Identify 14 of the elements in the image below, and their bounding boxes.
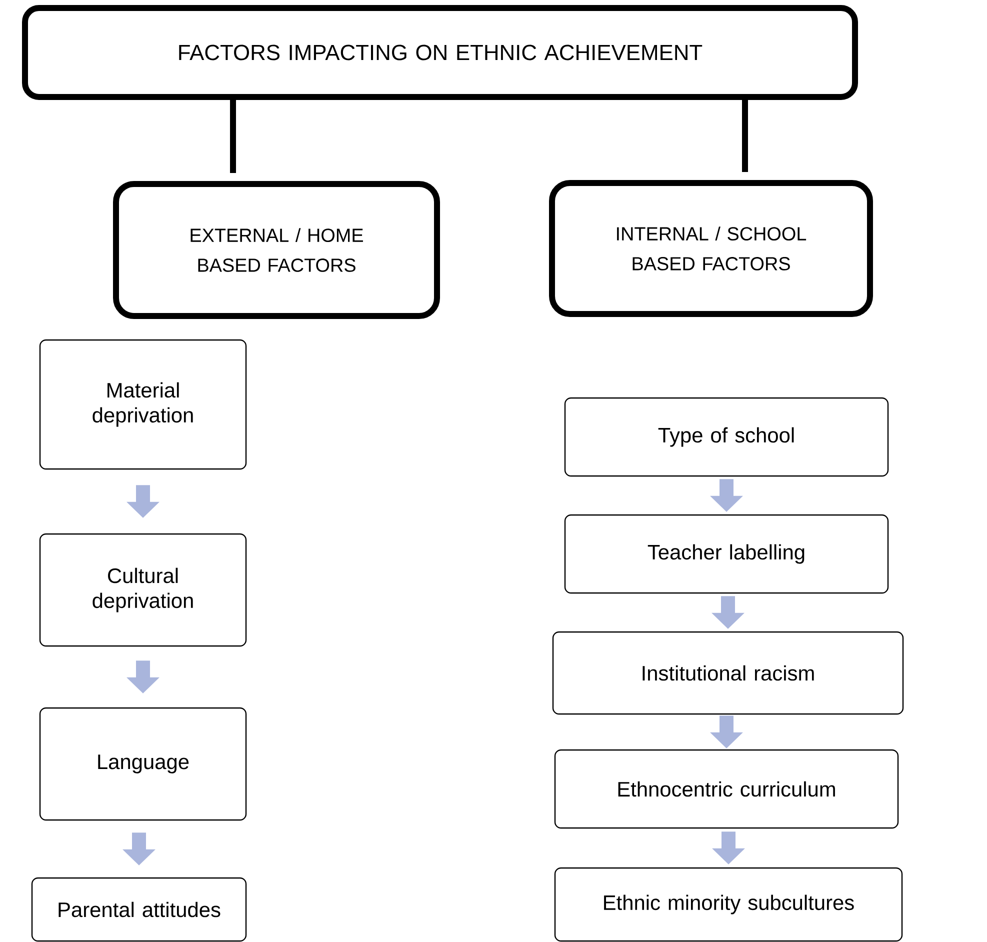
factor-box: Type of school (564, 397, 889, 477)
factor-box: Teacher labelling (564, 514, 889, 594)
connector-line (230, 100, 236, 173)
factor-box: Language (39, 707, 247, 821)
category-box: EXTERNAL / HOME BASED FACTORS (113, 181, 440, 319)
factor-box: Ethnic minority subcultures (554, 867, 903, 942)
title-box: FACTORS IMPACTING ON ETHNIC ACHIEVEMENT (22, 5, 858, 100)
factor-box: Institutional racism (552, 631, 904, 715)
factor-box: Ethnocentric curriculum (554, 749, 899, 829)
connector-line (742, 100, 748, 172)
factor-box: Material deprivation (39, 339, 247, 470)
factor-box: Parental attitudes (31, 877, 247, 942)
factor-box: Cultural deprivation (39, 533, 247, 647)
category-box: INTERNAL / SCHOOL BASED FACTORS (549, 180, 873, 317)
